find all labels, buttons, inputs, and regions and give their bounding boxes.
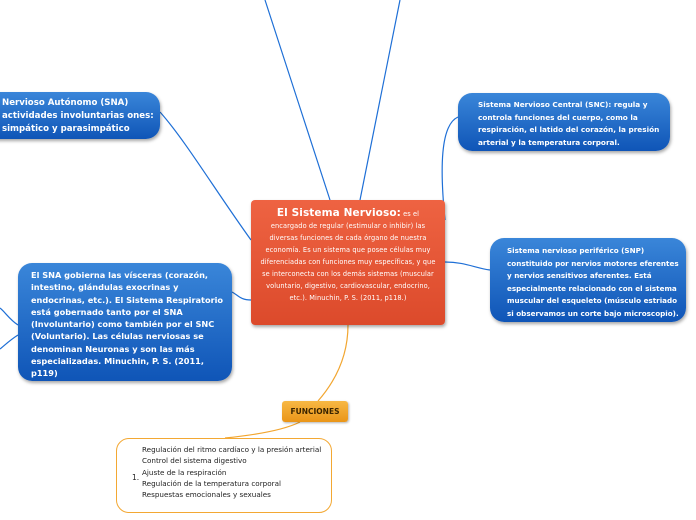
connector-list	[224, 421, 301, 439]
list-item: Respuestas emocionales y sexuales	[142, 490, 271, 500]
connector-snp	[444, 261, 491, 271]
topic-sna[interactable]: Nervioso Autónomo (SNA) actividades invo…	[0, 92, 160, 139]
list-number: 1.	[132, 473, 140, 482]
topic-snp-text: Sistema nervioso periférico (SNP) consti…	[507, 246, 679, 318]
topic-sna-text: Nervioso Autónomo (SNA) actividades invo…	[2, 98, 154, 134]
central-topic[interactable]: El Sistema Nervioso: es el encargado de …	[251, 200, 445, 325]
central-topic-body: es el encargado de regular (estimular o …	[260, 210, 436, 302]
connector-top-right	[359, 0, 401, 201]
topic-snp[interactable]: Sistema nervioso periférico (SNP) consti…	[490, 238, 686, 322]
connector-left-offscreen-1	[0, 307, 19, 326]
topic-snc[interactable]: Sistema Nervioso Central (SNC): regula y…	[458, 93, 670, 151]
connector-funciones	[317, 324, 349, 402]
topic-visceras[interactable]: El SNA gobierna las vísceras (corazón, i…	[18, 263, 232, 381]
connector-top-left	[264, 0, 331, 201]
topic-funciones[interactable]: FUNCIONES	[282, 401, 348, 422]
topic-funciones-label: FUNCIONES	[290, 407, 340, 416]
connector-visceras	[231, 291, 252, 301]
central-topic-title: El Sistema Nervioso:	[276, 207, 401, 219]
topic-visceras-text: El SNA gobierna las vísceras (corazón, i…	[31, 270, 224, 379]
list-item: Regulación del ritmo cardíaco y la presi…	[142, 445, 322, 454]
connector-sna	[159, 111, 252, 241]
list-item: Ajuste de la respiración	[142, 467, 227, 477]
functions-list: Regulación del ritmo cardíaco y la presi…	[142, 444, 326, 500]
list-item: Control del sistema digestivo	[142, 456, 247, 466]
connector-left-offscreen-2	[0, 334, 19, 350]
topic-snc-text: Sistema Nervioso Central (SNC): regula y…	[478, 100, 660, 147]
topic-funciones-list[interactable]: 1. Regulación del ritmo cardíaco y la pr…	[116, 438, 332, 513]
list-item: Regulación de la temperatura corporal	[142, 478, 281, 488]
